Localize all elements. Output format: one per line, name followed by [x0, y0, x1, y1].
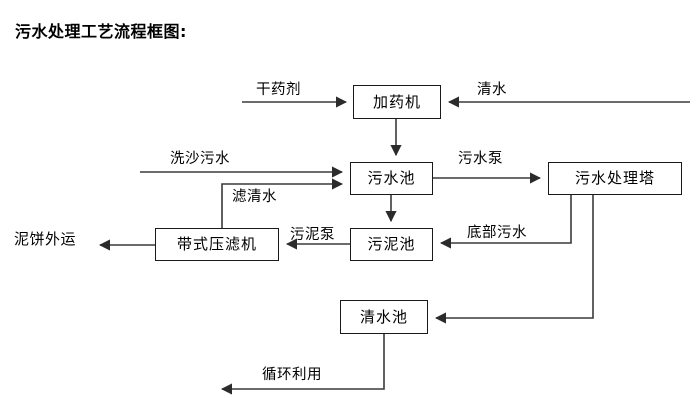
edge-label-recycle-reuse: 循环利用 — [262, 367, 322, 383]
edge-label-bottom-sewage: 底部污水 — [467, 225, 527, 241]
edge-filtered-water-to-sewage-pool — [221, 178, 344, 228]
edge-label-sand-wash-sewage: 洗沙污水 — [170, 151, 230, 167]
node-treatment-tower[interactable]: 污水处理塔 — [548, 162, 682, 195]
edge-label-filtered-water: 滤清水 — [232, 189, 277, 205]
node-clear-water-pool[interactable]: 清水池 — [340, 300, 428, 334]
page-title: 污水处理工艺流程框图: — [15, 22, 187, 41]
edge-label-sludge-pump: 污泥泵 — [290, 227, 335, 243]
edge-tower-to-clear-water-pool — [434, 195, 594, 324]
edge-label-dry-chemical: 干药剂 — [256, 82, 301, 98]
edge-tower-to-sludge-pool — [439, 195, 572, 249]
edge-label-sewage-pump: 污水泵 — [458, 151, 503, 167]
edge-label-clean-water: 清水 — [477, 82, 507, 98]
node-sewage-pool[interactable]: 污水池 — [350, 162, 433, 195]
node-sludge-pool[interactable]: 污泥池 — [350, 228, 433, 261]
node-belt-filter-press[interactable]: 带式压滤机 — [155, 228, 279, 261]
edge-clear-water-pool-to-recycle — [220, 334, 385, 395]
node-dosing-machine[interactable]: 加药机 — [353, 85, 441, 119]
terminal-label-mud-cake-out: 泥饼外运 — [14, 230, 77, 248]
